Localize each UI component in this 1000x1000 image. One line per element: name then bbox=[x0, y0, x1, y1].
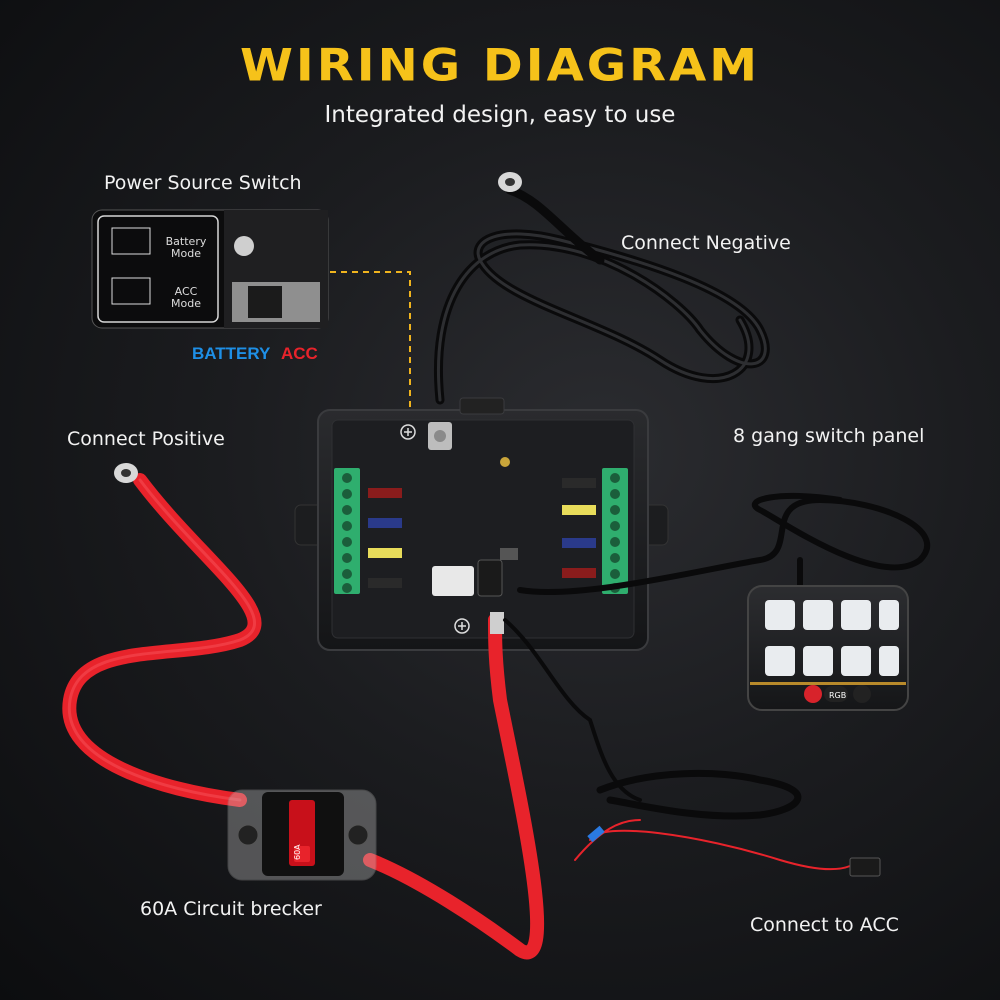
battery-badge: BATTERY bbox=[192, 344, 271, 363]
acc-badge: ACC bbox=[281, 344, 318, 363]
breaker-rating-text: 60A bbox=[293, 844, 302, 860]
diagram-title: WIRING DIAGRAM bbox=[239, 40, 761, 92]
switch-panel bbox=[747, 585, 909, 711]
connect-acc-label: Connect to ACC bbox=[750, 914, 899, 936]
circuit-breaker bbox=[227, 789, 377, 881]
circuit-breaker-label: 60A Circuit brecker bbox=[140, 898, 322, 920]
negative-cable bbox=[434, 185, 770, 405]
distribution-hub bbox=[294, 397, 669, 651]
positive-cable bbox=[62, 473, 545, 960]
rgb-button-text: RGB bbox=[829, 691, 846, 700]
acc-harness bbox=[503, 618, 881, 877]
positive-ring-terminal bbox=[114, 463, 504, 634]
diagram-subtitle: Integrated design, easy to use bbox=[324, 102, 676, 128]
switch-panel-label: 8 gang switch panel bbox=[733, 425, 925, 447]
power-switch-inset bbox=[91, 209, 329, 329]
battery-mode-label: Battery Mode bbox=[165, 235, 207, 260]
connect-negative-label: Connect Negative bbox=[621, 232, 791, 254]
connect-positive-label: Connect Positive bbox=[67, 428, 225, 450]
acc-mode-label: ACC Mode bbox=[171, 285, 201, 310]
negative-ring-terminal bbox=[498, 172, 522, 192]
power-source-switch-label: Power Source Switch bbox=[104, 172, 302, 194]
